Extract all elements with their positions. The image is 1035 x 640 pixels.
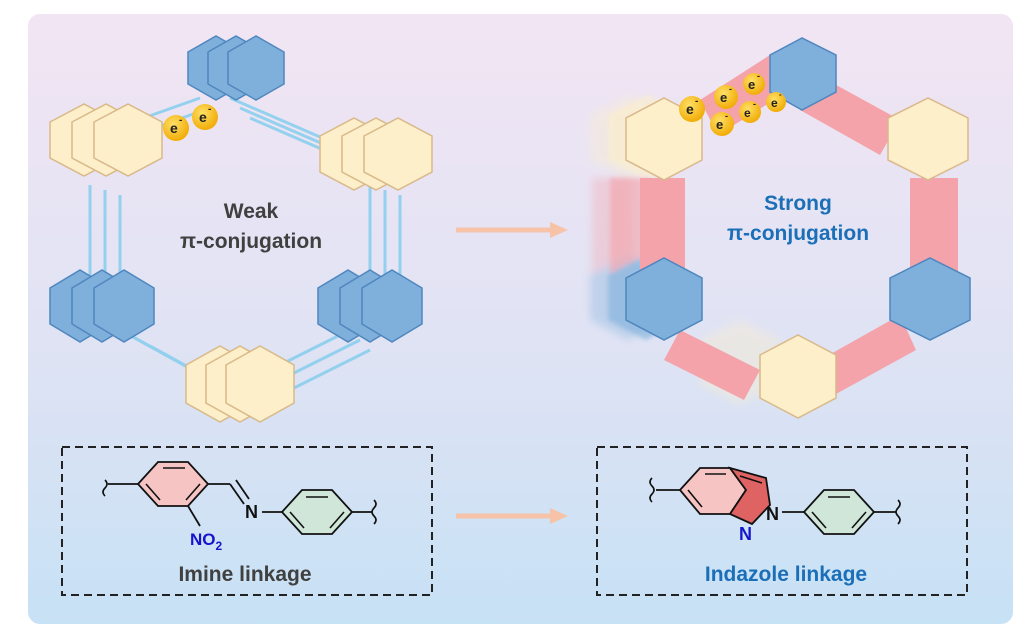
left-bottom-node bbox=[185, 345, 295, 423]
svg-text:e: e bbox=[686, 101, 694, 117]
right-bottomleft-node bbox=[625, 257, 703, 341]
svg-text:e: e bbox=[771, 96, 778, 110]
left-label-line1: Weak bbox=[224, 200, 279, 223]
left-bottomright-node bbox=[317, 269, 423, 343]
left-top-node bbox=[187, 35, 285, 101]
right-bottom-node bbox=[759, 334, 837, 419]
svg-text:e: e bbox=[199, 109, 207, 125]
right-linkage-box: N N Indazole linkage bbox=[596, 446, 968, 596]
left-framework: e - e - Weak π-conjugation bbox=[49, 35, 433, 423]
left-bottomleft-node bbox=[49, 269, 155, 343]
right-bottomright-node bbox=[889, 257, 971, 341]
indazole-n2-atom: N bbox=[766, 504, 779, 524]
right-top-node bbox=[769, 37, 837, 111]
svg-text:e: e bbox=[748, 77, 755, 92]
left-topleft-node bbox=[49, 103, 163, 177]
left-electron-1: e - bbox=[163, 115, 189, 141]
svg-text:e: e bbox=[744, 106, 751, 120]
svg-text:-: - bbox=[179, 115, 182, 126]
background-panel bbox=[28, 14, 1013, 624]
right-electrons: e - e - e - e - e - e - bbox=[679, 71, 786, 136]
left-topright-node bbox=[319, 117, 433, 191]
svg-text:-: - bbox=[779, 90, 782, 99]
svg-text:e: e bbox=[720, 90, 727, 105]
electron-symbol: e bbox=[170, 120, 178, 136]
right-framework: e - e - e - e - e - e - Strong π-conjuga… bbox=[590, 37, 971, 419]
left-electron-2: e - bbox=[192, 104, 218, 130]
svg-text:-: - bbox=[208, 104, 211, 115]
svg-text:-: - bbox=[753, 99, 756, 109]
left-linkage-box: N NO2 Imine linkage bbox=[61, 446, 433, 596]
nitro-group: NO2 bbox=[190, 530, 223, 553]
indazole-caption: Indazole linkage bbox=[705, 563, 867, 586]
svg-text:-: - bbox=[729, 84, 732, 94]
svg-text:-: - bbox=[695, 96, 698, 107]
arrow-right-icon bbox=[456, 222, 568, 238]
svg-text:-: - bbox=[725, 111, 728, 121]
right-label-line2: π-conjugation bbox=[727, 222, 869, 245]
left-label-line2: π-conjugation bbox=[180, 230, 322, 253]
right-topright-node bbox=[887, 97, 969, 181]
svg-text:-: - bbox=[757, 71, 760, 81]
arrow-right-icon bbox=[456, 508, 568, 524]
imine-n-atom: N bbox=[245, 502, 258, 522]
svg-text:e: e bbox=[716, 117, 723, 132]
right-label-line1: Strong bbox=[764, 192, 832, 215]
imine-caption: Imine linkage bbox=[178, 563, 311, 586]
indazole-n1-atom: N bbox=[739, 524, 752, 544]
right-topleft-node bbox=[625, 97, 703, 181]
